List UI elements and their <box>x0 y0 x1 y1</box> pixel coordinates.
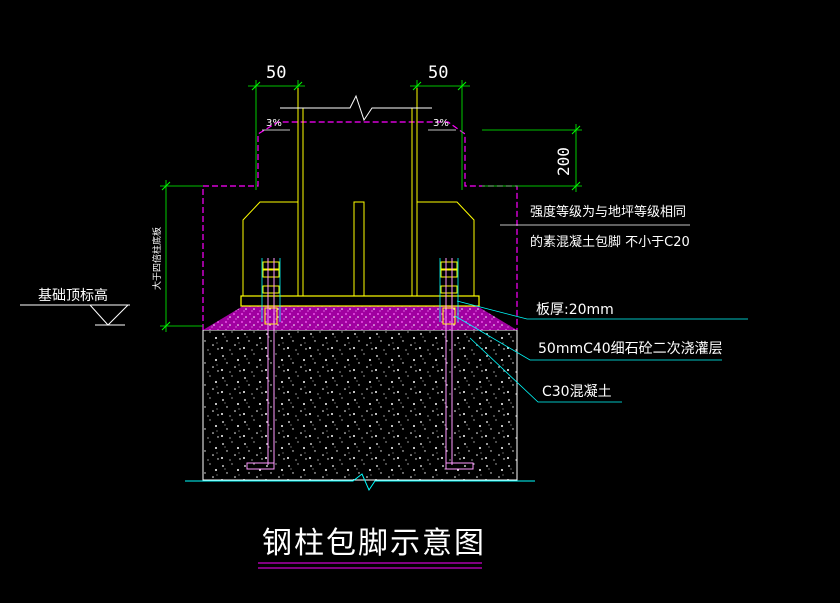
c30-concrete-block <box>202 329 518 481</box>
stiffener-plate-left <box>242 201 299 297</box>
slope-right-label: 3% <box>433 118 449 129</box>
column-web-stiffener <box>353 201 365 297</box>
anchor-bolt-right <box>439 258 474 470</box>
column-break-line <box>280 94 432 122</box>
leader-concrete <box>469 337 622 403</box>
dimension-vertical-label: 大于四倍柱底板 <box>151 227 163 290</box>
dimension-vertical-left <box>160 180 203 332</box>
concrete-label: C30混凝土 <box>542 384 612 400</box>
stiffener-plate-right <box>416 201 475 297</box>
drawing-title: 钢柱包脚示意图 <box>262 526 486 561</box>
grout-layer <box>203 306 517 330</box>
note-line-2: 的素混凝土包脚 不小于C20 <box>530 234 690 250</box>
dimension-height-label: 200 <box>554 147 573 176</box>
plate-thickness-label: 板厚:20mm <box>536 302 614 318</box>
leader-grout <box>454 315 722 361</box>
dimension-left-50 <box>248 80 305 190</box>
base-elevation-label: 基础顶标高 <box>38 287 108 304</box>
dimension-right-50 <box>410 80 470 190</box>
note-line-1: 强度等级为与地坪等级相同 <box>530 204 686 220</box>
leader-plate <box>456 300 748 320</box>
grout-layer-label: 50mmC40细石砼二次浇灌层 <box>538 341 723 357</box>
dimension-height-200 <box>482 124 582 192</box>
encasement-outline <box>202 121 518 330</box>
slope-left-label: 3% <box>266 118 282 129</box>
dimension-right-label: 50 <box>428 63 448 83</box>
anchor-bolt-left <box>246 258 281 470</box>
dimension-left-label: 50 <box>266 63 286 83</box>
base-plate <box>240 295 480 307</box>
elevation-triangle <box>89 304 129 326</box>
ground-line <box>185 473 535 492</box>
